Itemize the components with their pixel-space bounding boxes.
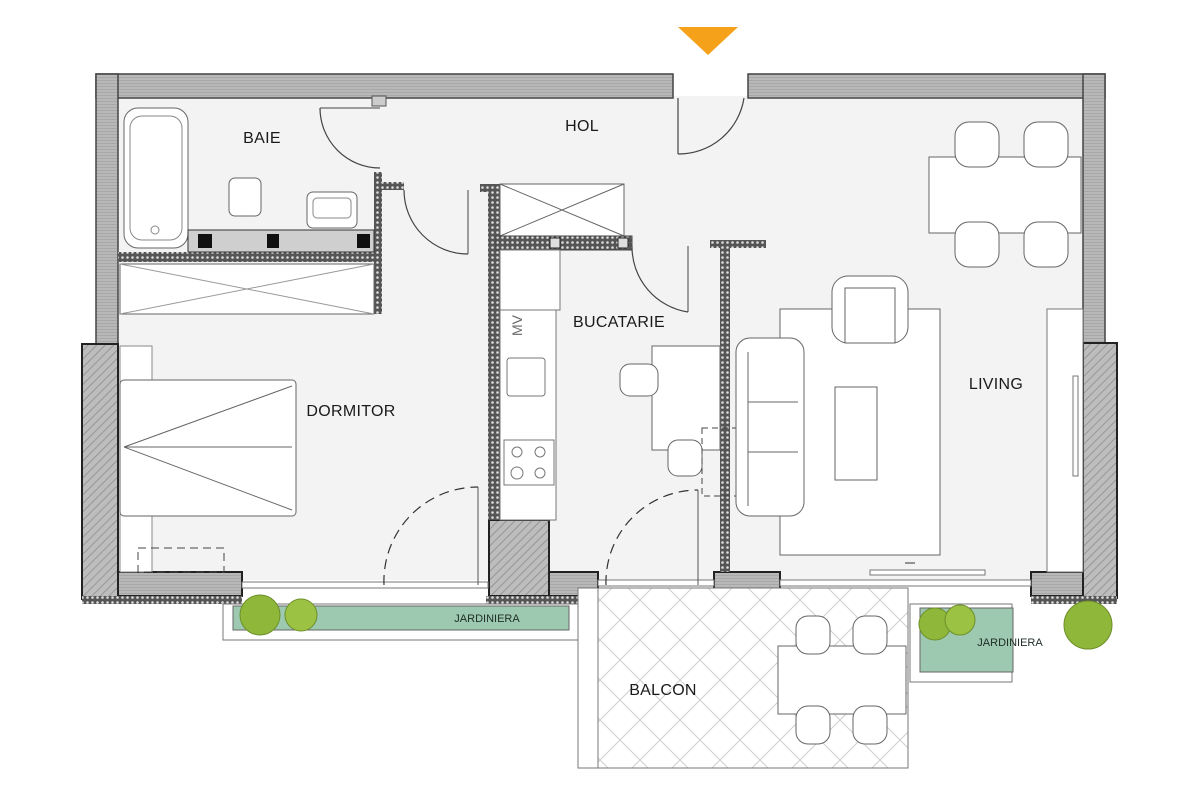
- nightstand-top: [119, 345, 153, 383]
- bath-counter: [187, 229, 375, 253]
- chair: [667, 439, 703, 477]
- wall-bottom-sill-1: [82, 596, 242, 604]
- window-living: [779, 579, 1032, 587]
- wall-kitchen-right: [720, 240, 730, 572]
- wall-bath-right: [374, 172, 382, 314]
- fridge: [499, 249, 561, 311]
- wall-left-column: [81, 343, 119, 600]
- room-label-hol: HOL: [565, 118, 599, 135]
- wall-bath-bottom: [118, 252, 378, 262]
- window-dormitor: [241, 581, 489, 589]
- wall-bottom-1: [117, 571, 243, 597]
- dining-table: [928, 156, 1082, 234]
- wall-bottom-sill-4: [1031, 596, 1117, 604]
- room-label-dormitor: DORMITOR: [306, 403, 396, 420]
- wall-kitchen-left: [488, 184, 500, 520]
- wall-bottom-sill-2: [486, 596, 598, 604]
- wall-bottom-2: [488, 519, 550, 597]
- kitchen-table: [651, 345, 721, 451]
- nightstand-bottom: [119, 513, 153, 573]
- kitchen-sink: [506, 357, 546, 397]
- toilet: [228, 177, 262, 217]
- balcony-chairs: [795, 615, 888, 745]
- microwave-label: MV: [509, 314, 525, 336]
- coffee-table: [834, 386, 878, 481]
- window-living-slide: [869, 569, 986, 576]
- wall-left: [95, 73, 119, 345]
- entrance-arrow-icon: [678, 27, 738, 55]
- dining-chairs: [954, 121, 1069, 268]
- plant-icons: [239, 594, 1113, 650]
- wall-right: [1082, 73, 1106, 345]
- cooktop: [503, 439, 555, 486]
- balcony-table: [777, 645, 907, 715]
- wall-bottom-5: [1030, 571, 1084, 597]
- bed: [119, 379, 297, 517]
- door-entrance: [677, 97, 745, 155]
- chair: [619, 363, 659, 397]
- room-label-baie: BAIE: [243, 130, 281, 147]
- room-label-bucatarie: BUCATARIE: [573, 314, 665, 331]
- door-kitchen-balcony: [605, 489, 699, 586]
- planter-label-left: JARDINIERA: [454, 613, 520, 625]
- door-kitchen: [631, 245, 689, 313]
- sink: [306, 191, 358, 229]
- room-label-balcon: BALCON: [629, 682, 697, 699]
- door-dormitor-balcony: [383, 486, 479, 586]
- door-bath: [319, 107, 381, 169]
- wall-right-column: [1082, 342, 1118, 599]
- door-dormitor: [403, 189, 469, 255]
- window-kitchen: [597, 579, 715, 587]
- wall-kitchen-top: [495, 235, 633, 251]
- room-label-living: LIVING: [968, 376, 1024, 393]
- planter-label-right: JARDINIERA: [977, 637, 1043, 649]
- sofa: [735, 337, 805, 517]
- bathtub: [123, 107, 189, 249]
- wall-top-right: [747, 73, 1106, 99]
- wall-top-left: [95, 73, 674, 99]
